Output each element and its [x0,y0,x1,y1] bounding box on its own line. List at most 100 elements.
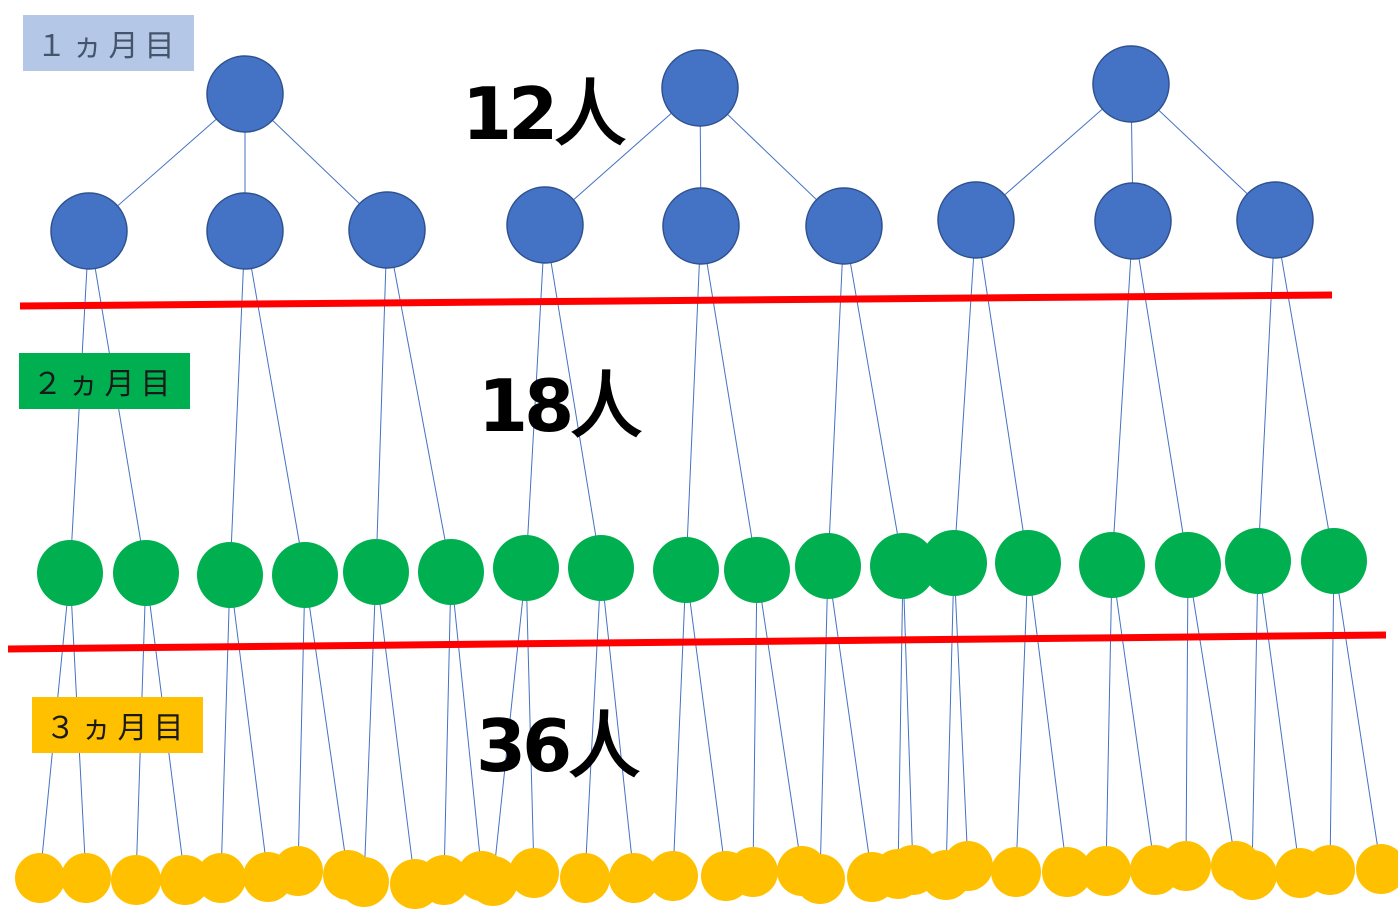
month-3-member-node [560,853,610,903]
month-3-member-node [795,854,845,904]
month-2-member-node [197,542,263,608]
month-3-label: ３ヵ月目 [32,697,203,753]
tree-edge [1257,219,1276,562]
tree-edge [1185,564,1189,867]
month-3-member-node [339,857,389,907]
tree-edge [544,224,602,569]
month-2-member-node [1301,528,1367,594]
month-2-member-node [37,540,103,606]
month-3-member-node [111,855,161,905]
tree-edge [525,567,535,874]
tree-edge [1015,562,1029,873]
month-1-label: １ヵ月目 [23,15,194,71]
month-3-member-node [1305,845,1355,895]
tree-edge [953,219,977,564]
month-1-member-node [1094,182,1172,260]
month-1-count: 12人 [462,72,626,156]
tree-edge [1187,564,1237,867]
month-2-member-node [795,533,861,599]
tree-edge [685,225,702,571]
tree-edge [584,567,602,879]
month-3-member-node [609,853,659,903]
month-1-member-node [206,192,284,270]
month-1-member-node [937,181,1015,259]
tree-edge [386,229,452,573]
tree-edge [700,225,758,571]
tree-edge [902,565,914,871]
tree-edge [600,567,635,879]
month-2-label: ２ヵ月目 [19,353,190,409]
month-3-member-node [648,851,698,901]
month-1-member-node [1236,181,1314,259]
month-2-member-node [1079,532,1145,598]
tree-edge [1111,564,1156,871]
month-3-member-node [728,847,778,897]
tree-edge [1132,220,1189,566]
tree-edge [244,230,306,576]
month-3-member-node [991,847,1041,897]
tree-edge [1257,560,1301,874]
tree-edge [492,567,527,882]
month-2-member-node [343,539,409,605]
month-2-member-node [568,535,634,601]
tree-edge [1274,219,1335,562]
tree-edge [304,574,349,876]
month-2-count: 18人 [478,364,642,448]
month-3-member-node [1042,847,1092,897]
month-1-member-node [506,186,584,264]
month-2-member-node [1225,528,1291,594]
root-member-node [661,49,739,127]
month-3-member-node [160,855,210,905]
tree-edge [1105,564,1113,872]
month-3-member-node [509,848,559,898]
month-1-member-node [50,192,128,270]
tree-edge [843,225,904,567]
tree-edge [1111,220,1134,566]
tree-edge [1329,560,1335,871]
tree-edge [1333,560,1382,870]
month-2-member-node [870,533,936,599]
root-member-node [206,55,284,133]
tree-edge [450,571,483,877]
month-3-member-node [61,853,111,903]
month-2-member-node [493,535,559,601]
month-3-member-node [273,846,323,896]
month-3-member-node [1227,850,1277,900]
tree-edge [220,574,231,879]
tree-edge [1251,560,1259,876]
month-3-member-node [196,853,246,903]
tree-edge [363,571,377,883]
month-3-member-node [943,841,993,891]
tree-edge [685,569,727,877]
month-3-member-node [1081,846,1131,896]
month-3-member-node [15,853,65,903]
month-divider-line [7,631,1387,653]
month-1-member-node [348,191,426,269]
tree-edge [945,562,955,876]
month-3-member-node [1356,844,1398,894]
month-2-member-node [1155,532,1221,598]
tree-edge [897,565,904,875]
tree-edge [375,571,416,885]
month-2-member-node [653,537,719,603]
month-2-member-node [272,542,338,608]
tree-edge [827,565,873,878]
month-2-member-node [113,540,179,606]
month-2-member-node [418,539,484,605]
month-1-member-node [662,187,740,265]
tree-edge [953,562,969,867]
month-2-member-node [724,537,790,603]
root-member-node [1092,45,1170,123]
month-3-member-node [1161,841,1211,891]
month-2-member-node [921,530,987,596]
tree-edge [756,569,803,872]
tree-edge [229,574,269,878]
tree-edge [672,569,687,877]
tree-edge [827,225,845,567]
tree-edge [229,230,246,576]
month-divider-line [19,291,1333,310]
month-3-member-node [419,855,469,905]
tree-edge [443,571,452,881]
